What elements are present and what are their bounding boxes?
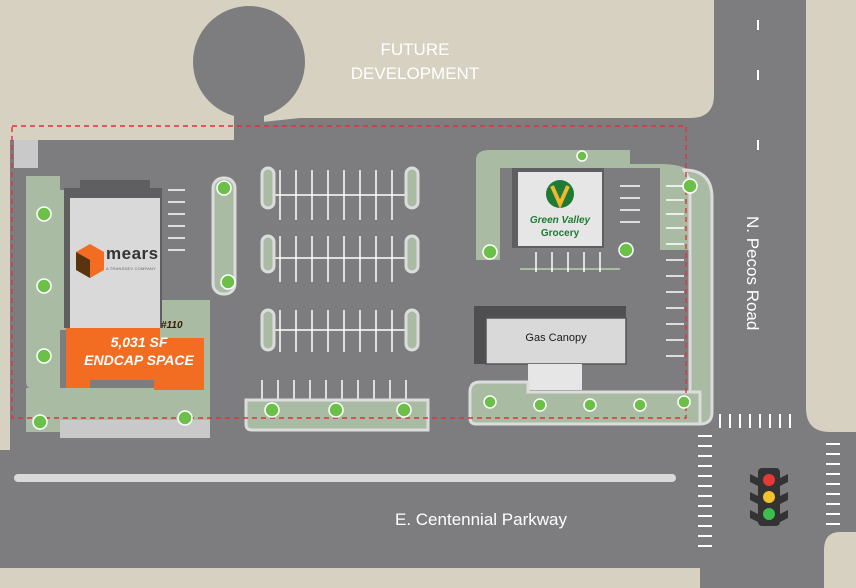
mears-tagline: A TRANSDEV COMPANY xyxy=(106,266,156,271)
land-left-top xyxy=(0,140,10,450)
gas-canopy xyxy=(485,317,627,365)
traffic-light-green xyxy=(763,508,775,520)
endcap-space xyxy=(66,328,204,390)
gas-kiosk xyxy=(528,364,582,390)
green-valley-logo-icon xyxy=(546,180,574,209)
mears-logo-icon xyxy=(76,244,104,278)
parking-stalls-left xyxy=(168,189,185,251)
crosswalk-east xyxy=(719,414,791,428)
land-right-top xyxy=(806,0,856,432)
gas-canopy-label: Gas Canopy xyxy=(525,332,587,344)
road-label-centennial: E. Centennial Parkway xyxy=(395,510,567,529)
crosswalk-far-east xyxy=(826,443,840,525)
sidewalk-south-left xyxy=(60,420,210,438)
property-line xyxy=(11,125,687,419)
future-development-line2: DEVELOPMENT xyxy=(350,64,480,83)
crosswalk-west xyxy=(698,435,712,547)
land-bottom-right xyxy=(824,532,856,588)
parking-rows-center xyxy=(270,194,410,331)
grocery-name-line1: Green Valley xyxy=(529,215,591,226)
sidewalk-north xyxy=(14,140,38,168)
endcap-unit-number: #110 xyxy=(161,320,183,331)
traffic-light-red xyxy=(763,474,775,486)
grocery-name-line2: Grocery xyxy=(540,228,580,239)
endcap-size-label: 5,031 SF xyxy=(110,334,168,350)
traffic-light-yellow xyxy=(763,491,775,503)
road-label-pecos: N. Pecos Road xyxy=(743,216,762,331)
future-development-parcel xyxy=(0,0,714,140)
land-bottom-left xyxy=(0,568,700,588)
parking-stalls-center xyxy=(261,170,407,400)
parking-stalls-grocery xyxy=(535,185,684,357)
mears-tenant-name: mears xyxy=(106,244,159,263)
future-development-line1: FUTURE xyxy=(380,40,450,59)
endcap-space-label: ENDCAP SPACE xyxy=(84,352,194,368)
trees xyxy=(32,150,698,430)
cul-de-sac xyxy=(193,6,305,118)
traffic-light-icon xyxy=(750,468,788,526)
landscape-island-left xyxy=(211,176,237,296)
cul-de-sac-stem xyxy=(234,100,264,146)
rooftop-units xyxy=(80,180,150,194)
landscape-islands-center xyxy=(260,166,420,352)
median-centennial xyxy=(14,474,676,482)
future-development-label: FUTURE DEVELOPMENT xyxy=(330,38,500,86)
